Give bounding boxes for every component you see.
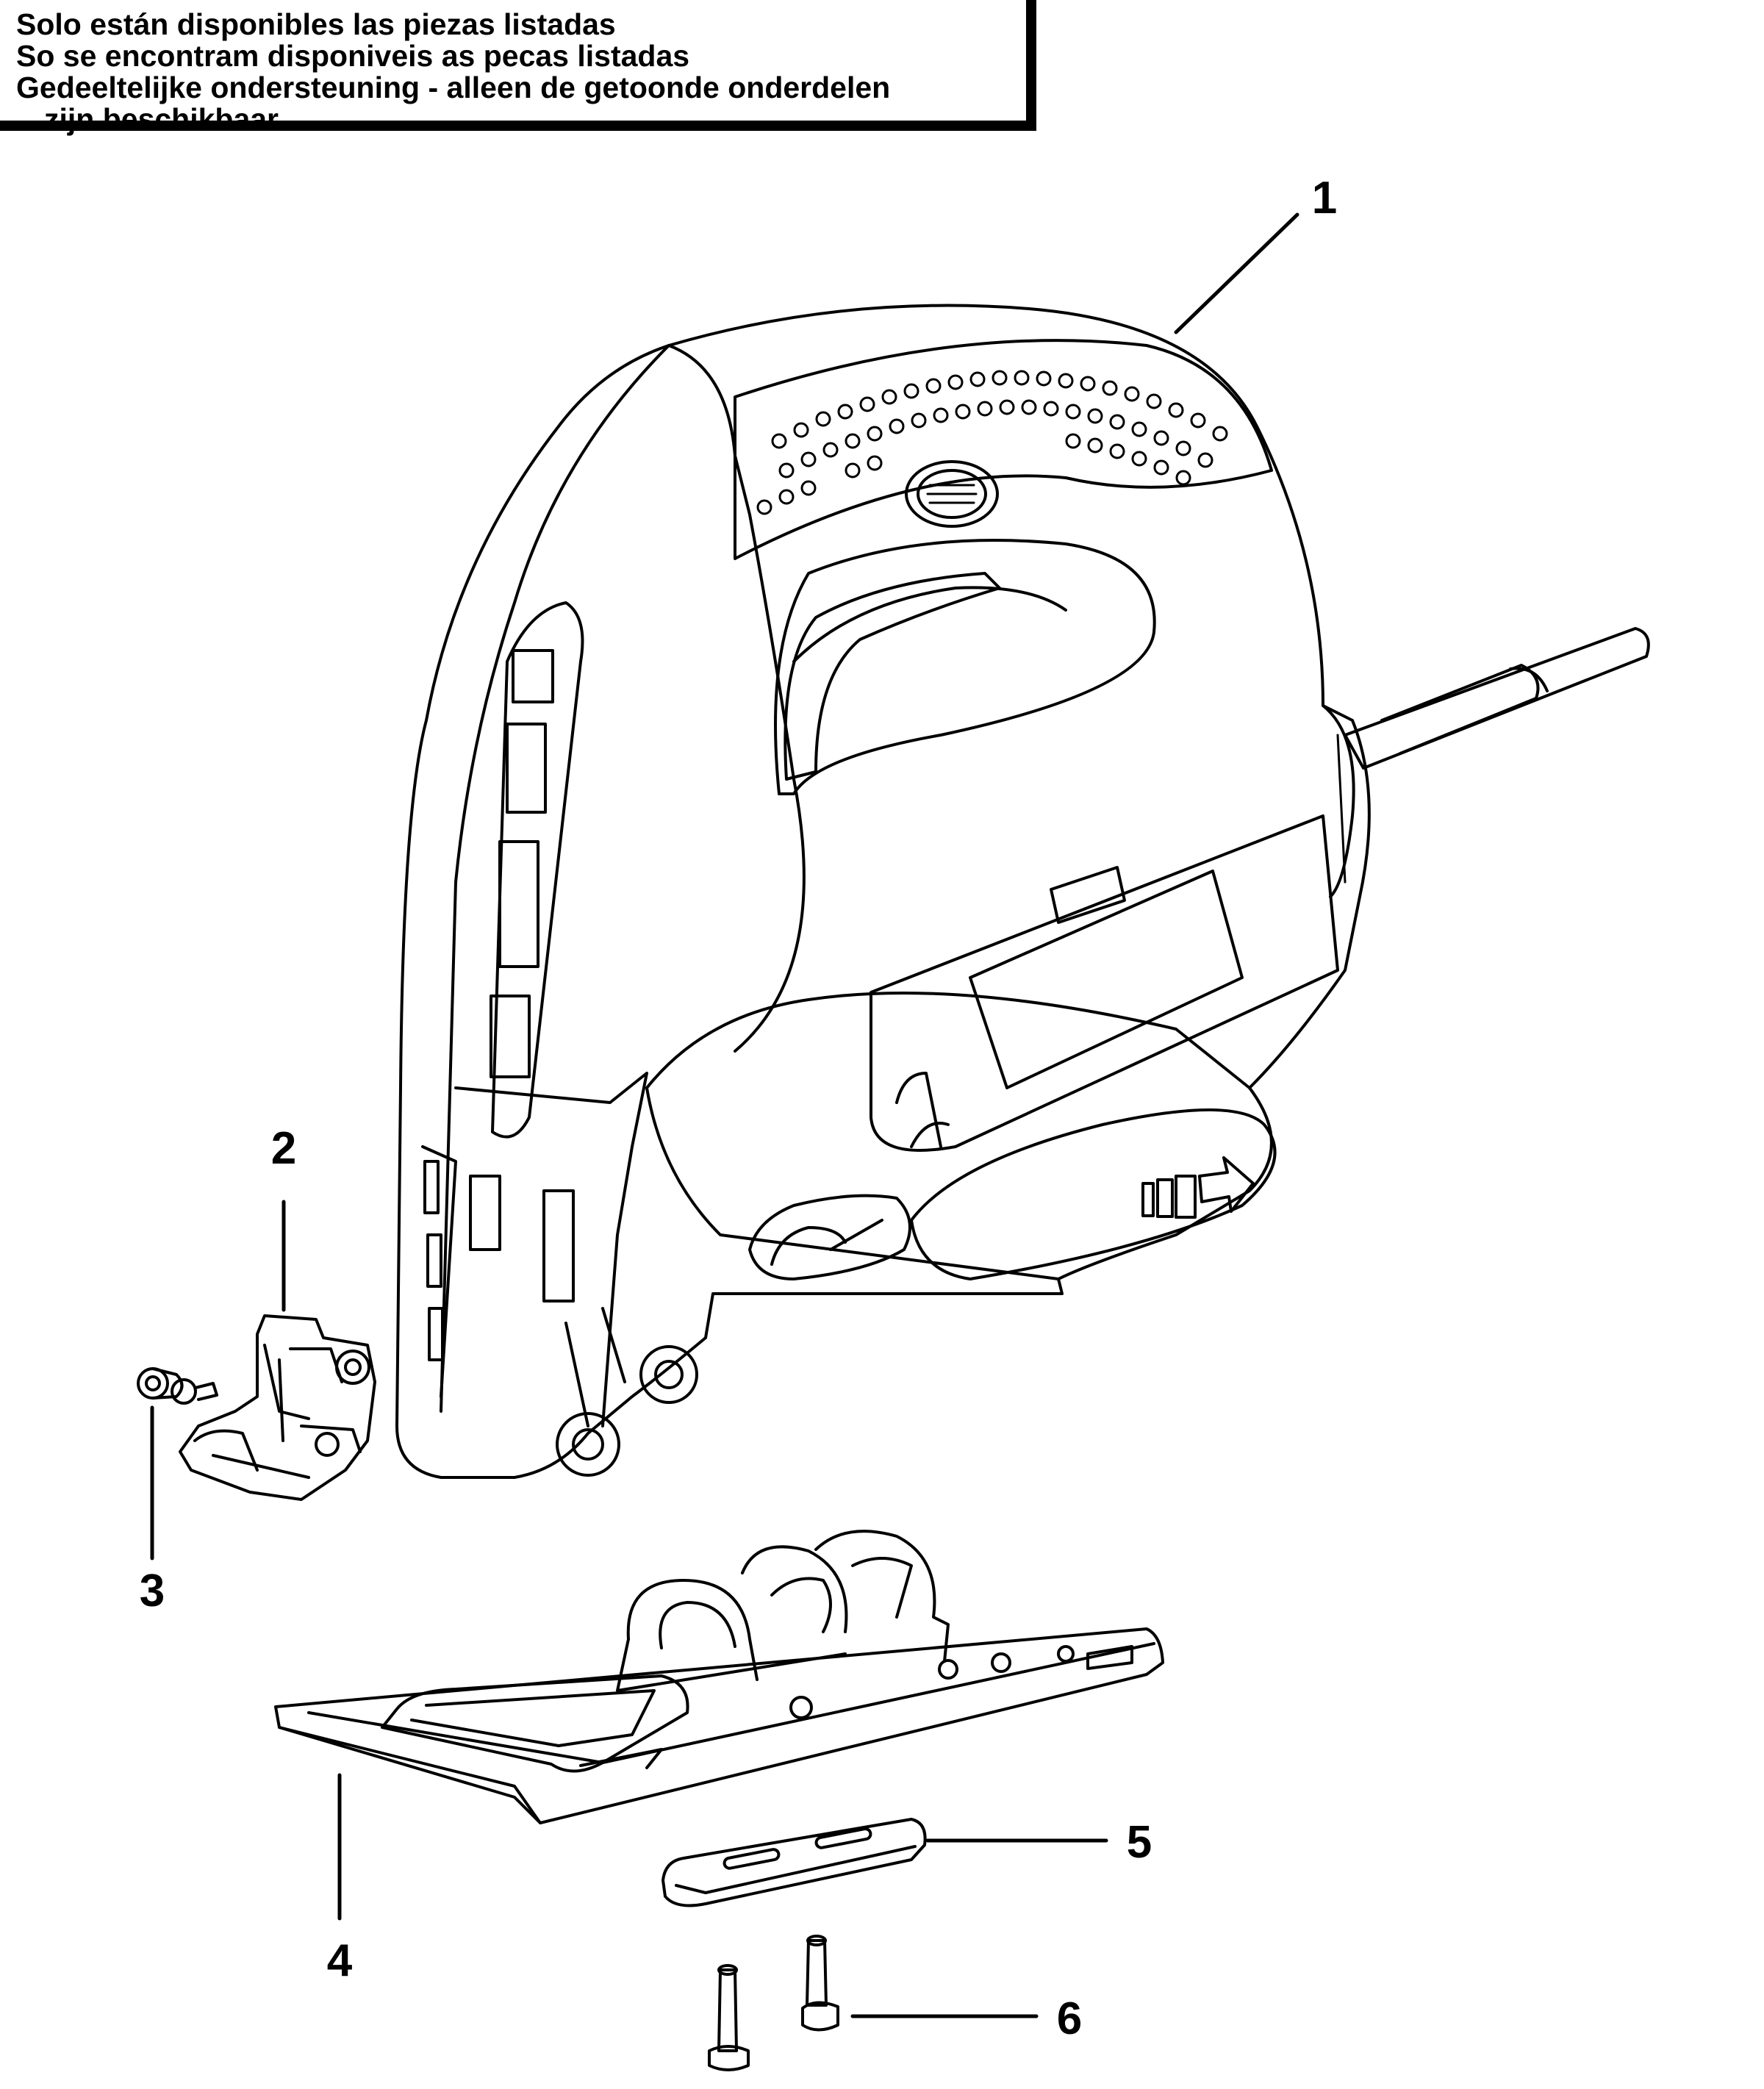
notice-line-3: Gedeeltelijke ondersteuning - alleen de … — [16, 71, 891, 104]
switch-window — [969, 870, 1244, 1089]
notice-line-1: Solo están disponibles las piezas listad… — [16, 7, 616, 41]
front-grip — [491, 601, 584, 1139]
callout-6: 6 — [1056, 1993, 1083, 2044]
trigger — [784, 572, 1001, 781]
switch-panel — [870, 814, 1339, 1152]
notice-line-2: So se encontram disponiveis as pecas lis… — [16, 39, 690, 73]
blade-clamp — [179, 1314, 376, 1501]
housing-outline — [395, 304, 1371, 1479]
base-plate — [274, 1530, 1164, 1824]
notice-box: Solo están disponibles las piezas listad… — [0, 0, 1036, 135]
leader-1 — [1174, 212, 1299, 334]
callout-3: 3 — [139, 1566, 165, 1616]
leader-lines — [150, 212, 1299, 2018]
notice-line-4: zijn beschikbaar — [44, 102, 279, 136]
orbit-arrow-icon — [1141, 1156, 1255, 1219]
handle-opening — [774, 539, 1156, 795]
base-screws — [708, 1935, 839, 2071]
brand-logo — [748, 1194, 911, 1280]
jigsaw-body — [395, 304, 1650, 1479]
callout-1: 1 — [1311, 173, 1338, 223]
vent-holes — [756, 370, 1228, 515]
notice-text: Solo están disponibles las piezas listad… — [16, 9, 890, 135]
orbital-lever — [910, 1108, 1277, 1280]
roller-guide — [556, 1307, 698, 1477]
callout-5: 5 — [1126, 1817, 1152, 1868]
clamp-screws — [137, 1367, 218, 1405]
callout-2: 2 — [270, 1123, 297, 1174]
base-saddle — [626, 1579, 759, 1681]
power-cord — [1344, 627, 1650, 770]
guide-plate — [662, 1818, 927, 1907]
callout-4: 4 — [326, 1935, 353, 1986]
speed-dial — [905, 460, 999, 528]
